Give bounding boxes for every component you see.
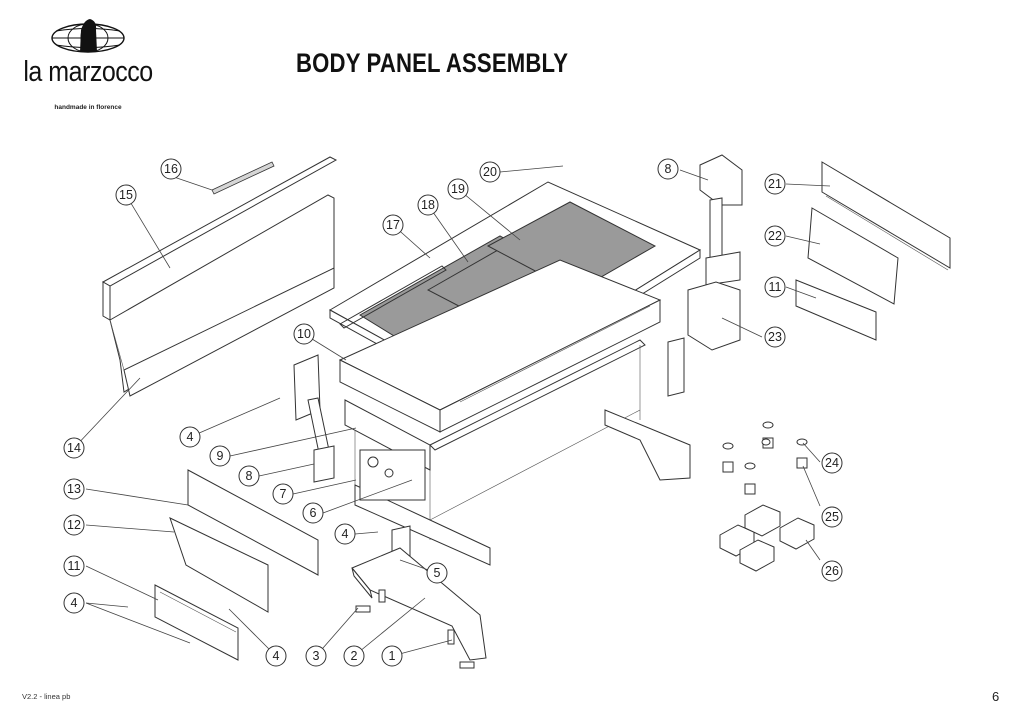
callout-17: 17: [382, 214, 404, 236]
callout-label: 22: [768, 229, 782, 243]
callout-label: 8: [665, 162, 672, 176]
callout-13: 13: [63, 478, 85, 500]
front-panels-right: [795, 161, 951, 341]
right-side-bracket: [667, 281, 741, 397]
callout-19: 19: [447, 178, 469, 200]
callout-label: 4: [273, 649, 280, 663]
callout-16: 16: [160, 158, 182, 180]
callout-2: 2: [343, 645, 365, 667]
callout-24: 24: [821, 452, 843, 474]
leader-lines: [73, 165, 831, 657]
callout-label: 19: [451, 182, 465, 196]
callout-label: 8: [246, 469, 253, 483]
callout-label: 23: [768, 330, 782, 344]
callout-21: 21: [764, 173, 786, 195]
callout-22: 22: [764, 225, 786, 247]
callout-label: 18: [421, 198, 435, 212]
callout-label: 25: [825, 510, 839, 524]
callout-20: 20: [479, 161, 501, 183]
callout-label: 7: [280, 487, 287, 501]
callout-8-right: 8: [657, 158, 679, 180]
callout-3: 3: [305, 645, 327, 667]
callout-10: 10: [293, 323, 315, 345]
callout-label: 3: [313, 649, 320, 663]
callout-label: 11: [68, 559, 81, 573]
callout-label: 20: [483, 165, 497, 179]
callout-18: 18: [417, 194, 439, 216]
callout-label: 12: [67, 518, 81, 532]
callout-label: 21: [768, 177, 782, 191]
callout-4-d: 4: [265, 645, 287, 667]
callout-label: 24: [825, 456, 839, 470]
callout-label: 26: [825, 564, 839, 578]
drip-tray: [338, 259, 662, 433]
callout-label: 9: [217, 449, 224, 463]
feet-parts: [722, 421, 808, 495]
callout-label: 10: [297, 327, 311, 341]
callout-label: 14: [67, 441, 81, 455]
callout-4-a: 4: [179, 426, 201, 448]
callout-15: 15: [115, 184, 137, 206]
callout-label: 17: [386, 218, 400, 232]
globe-lion-emblem-icon: [51, 19, 125, 53]
callout-label: 4: [71, 596, 78, 610]
rubber-pads: [719, 504, 815, 572]
callout-26: 26: [821, 560, 843, 582]
callouts: 16 15 14 17 18 19 20 10 4 9 8 7 6 4 5 13…: [63, 158, 843, 667]
callout-7: 7: [272, 483, 294, 505]
callout-23: 23: [764, 326, 786, 348]
callout-label: 5: [434, 566, 441, 580]
base-foot: [351, 547, 487, 669]
side-bracket-left: [293, 354, 335, 483]
version-label: V2.2 - linea pb: [22, 692, 71, 701]
callout-6: 6: [302, 502, 324, 524]
page-number: 6: [992, 689, 1000, 704]
callout-4-b: 4: [334, 523, 356, 545]
callout-9: 9: [209, 445, 231, 467]
callout-label: 4: [187, 430, 194, 444]
brand-tagline: handmade in florence: [54, 104, 122, 111]
callout-label: 6: [310, 506, 317, 520]
callout-label: 11: [769, 280, 782, 294]
brand-logo: la marzocco handmade in florence: [18, 16, 158, 111]
callout-4-c: 4: [63, 592, 85, 614]
callout-label: 2: [351, 649, 358, 663]
callout-label: 4: [342, 527, 349, 541]
front-panels-left: [154, 469, 319, 661]
chassis-frame: [344, 339, 691, 566]
callout-14: 14: [63, 437, 85, 459]
callout-label: 13: [67, 482, 81, 496]
callout-11-left: 11: [63, 555, 85, 577]
callout-12: 12: [63, 514, 85, 536]
callout-25: 25: [821, 506, 843, 528]
callout-label: 16: [164, 162, 178, 176]
side-bracket-right: [699, 154, 743, 286]
callout-5: 5: [426, 562, 448, 584]
callout-8-left: 8: [238, 465, 260, 487]
callout-label: 15: [119, 188, 133, 202]
rear-panel: [101, 156, 338, 397]
page-title: BODY PANEL ASSEMBLY: [296, 48, 569, 78]
callout-11-right: 11: [764, 276, 786, 298]
brand-name: la marzocco: [23, 55, 153, 89]
callout-label: 1: [389, 649, 396, 663]
callout-1: 1: [381, 645, 403, 667]
